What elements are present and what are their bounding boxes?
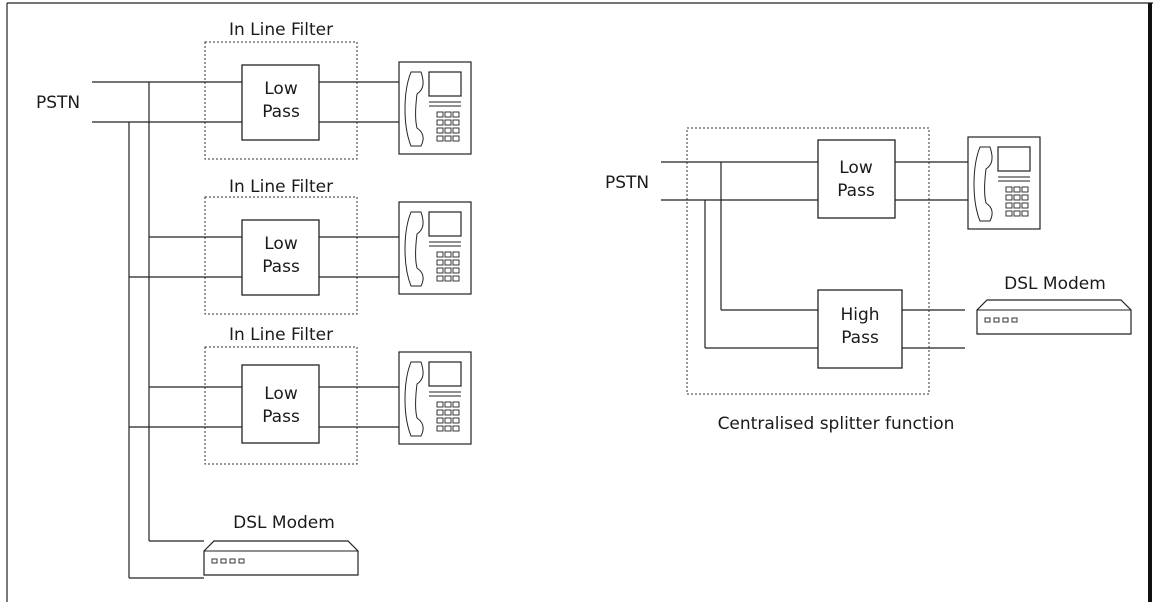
telephone-icon (398, 351, 472, 445)
filter-label-line2: Pass (837, 181, 875, 201)
filter-enclosure (204, 41, 358, 160)
low-pass-filter-box (817, 139, 896, 219)
central-high-pass-filter: High Pass (817, 289, 965, 369)
filter-label-line2: Pass (262, 407, 300, 427)
filter-enclosure (204, 196, 358, 315)
splitter-enclosure (686, 127, 930, 395)
filter-title: In Line Filter (229, 20, 333, 40)
modem-label: DSL Modem (233, 513, 335, 533)
dsl-modem-icon (976, 299, 1132, 335)
filter-label-line2: Pass (262, 102, 300, 122)
filter-label-line1: Low (839, 158, 873, 178)
filter-label-line1: High (840, 305, 879, 325)
filter-label-line1: Low (264, 79, 298, 99)
left-dsl-modem: DSL Modem (129, 513, 359, 579)
left-distributed-filters: PSTN In Line Filter Low Pass In Line Fil… (36, 20, 472, 579)
right-pstn-label: PSTN (605, 173, 649, 193)
telephone-icon (967, 136, 1041, 230)
telephone-icon (398, 61, 472, 155)
filter-title: In Line Filter (229, 325, 333, 345)
filter-label-line2: Pass (262, 257, 300, 277)
splitter-caption: Centralised splitter function (718, 414, 955, 434)
right-dsl-modem: DSL Modem (976, 274, 1132, 335)
filter-label-line2: Pass (841, 328, 879, 348)
high-pass-filter-box (817, 289, 903, 369)
in-line-filter-3: In Line Filter Low Pass (129, 325, 472, 465)
in-line-filter-1: In Line Filter Low Pass (204, 20, 472, 160)
filter-label-line1: Low (264, 384, 298, 404)
filter-title: In Line Filter (229, 177, 333, 197)
in-line-filter-2: In Line Filter Low Pass (129, 177, 472, 315)
central-low-pass-filter: Low Pass (817, 136, 1041, 230)
low-pass-filter-box (241, 364, 320, 444)
low-pass-filter-box (241, 64, 320, 141)
modem-label: DSL Modem (1004, 274, 1106, 294)
filter-label-line1: Low (264, 234, 298, 254)
filter-enclosure (204, 346, 358, 465)
dsl-modem-icon (203, 540, 359, 576)
right-centralised-splitter: PSTN Low Pass High Pass DSL Mod (605, 127, 1132, 434)
telephone-icon (398, 201, 472, 295)
left-pstn-label: PSTN (36, 93, 80, 113)
low-pass-filter-box (241, 219, 320, 296)
